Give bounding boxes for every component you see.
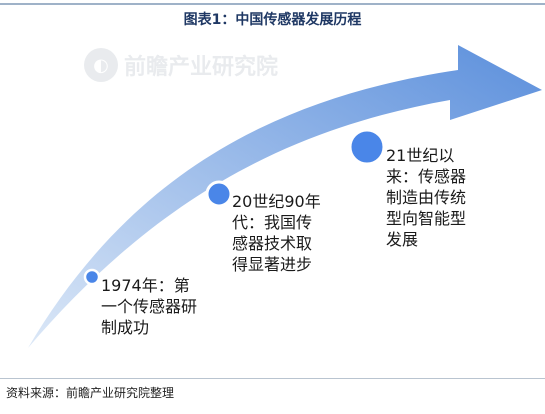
- watermark-text: 前瞻产业研究院: [124, 55, 279, 80]
- milestone-node-1990s: [205, 180, 233, 208]
- watermark-logo-icon: ◐: [84, 48, 118, 82]
- chart-title: 图表1：中国传感器发展历程: [183, 12, 362, 28]
- watermark: ◐ 前瞻产业研究院: [84, 48, 278, 82]
- top-rule: [0, 3, 545, 5]
- curved-arrow: [28, 45, 542, 348]
- source-note: 资料来源：前瞻产业研究院整理: [6, 386, 175, 400]
- milestone-label-21st-century: 21世纪以 来：传感器 制造由传统 型向智能型 发展: [386, 146, 467, 249]
- milestone-node-21st-century: [348, 128, 386, 166]
- milestone-node-1974: [83, 268, 101, 286]
- milestone-label-1974: 1974年：第 一个传感器研 制成功: [101, 276, 198, 337]
- milestone-label-1990s: 20世纪90年 代：我国传 感器技术取 得显著进步: [232, 192, 321, 274]
- bottom-rule: [0, 378, 545, 379]
